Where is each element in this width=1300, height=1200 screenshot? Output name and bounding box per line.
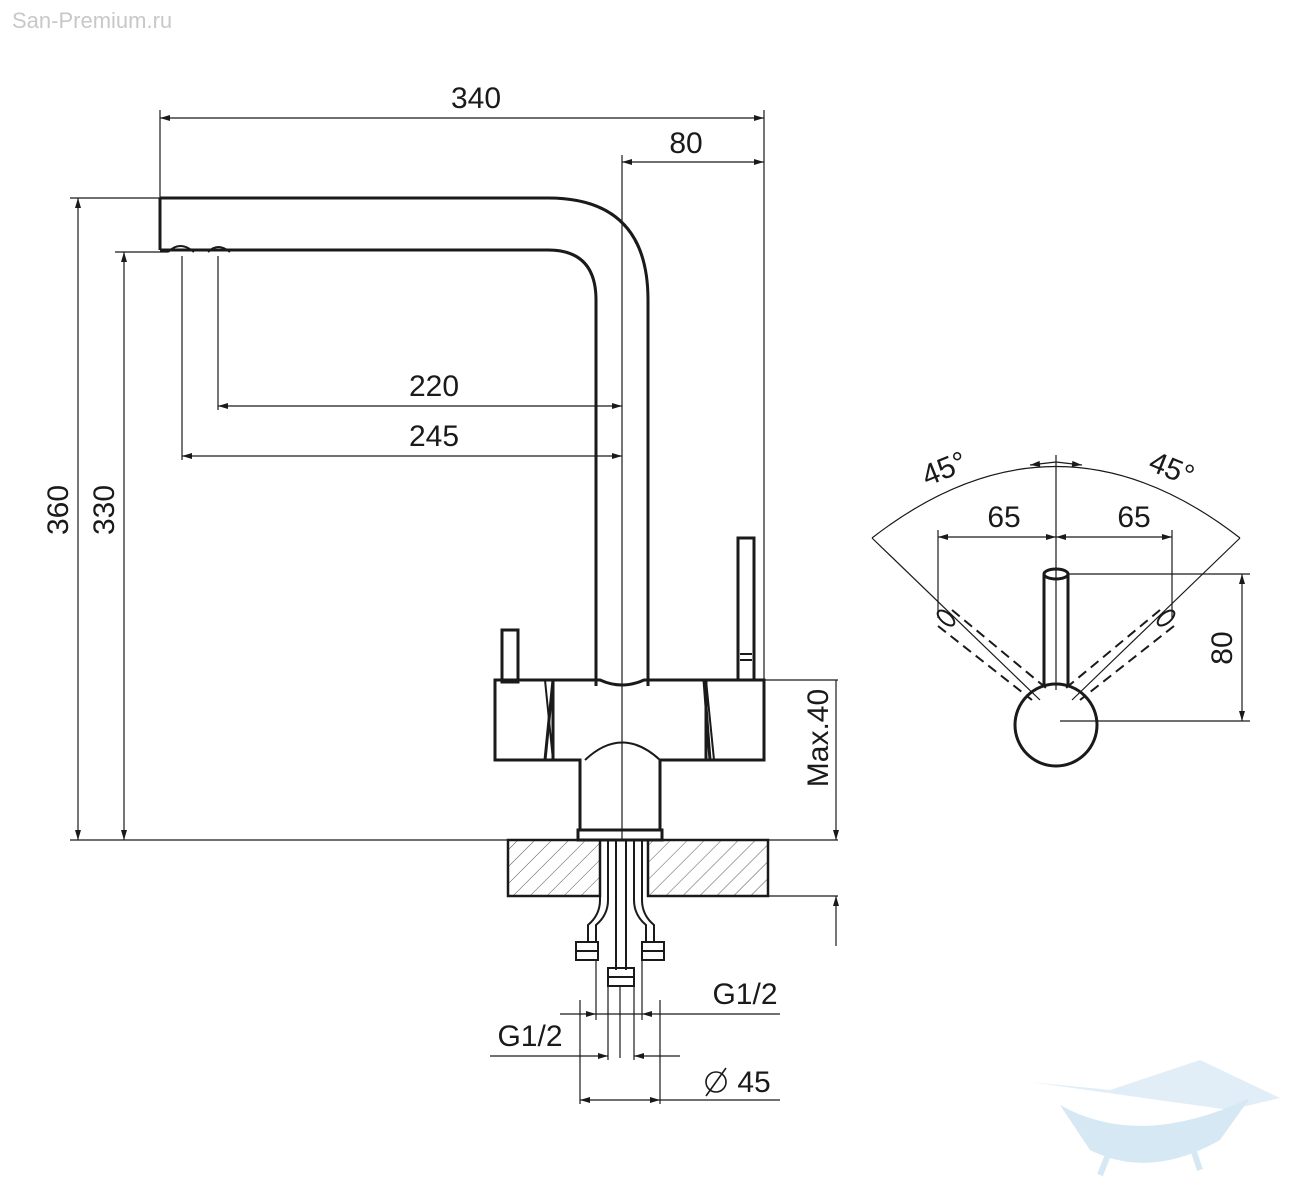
diameter-icon [705,1067,727,1097]
label-65-right: 65 [1117,501,1150,534]
label-g12-upper: G1/2 [712,978,777,1011]
label-max40: Max.40 [802,689,835,787]
label-65-left: 65 [987,501,1020,534]
left-handle-block [493,678,555,762]
right-handle-block [704,678,766,762]
watermark-text: San-Premium.ru [12,8,173,33]
faucet-top-view [871,455,1250,768]
right-lever [736,536,756,682]
faucet-side-view [158,196,766,842]
base-ring [576,828,664,842]
label-80-top: 80 [1206,631,1239,664]
spout-inner-outline [160,248,598,686]
label-360: 360 [42,485,75,535]
label-330: 330 [88,485,121,535]
label-g12-lower: G1/2 [497,1020,562,1053]
bathtub-logo [1030,1060,1280,1177]
dimension-labels: 340 80 220 245 360 330 Max.40 G1/2 G1/2 … [42,82,835,1099]
label-80: 80 [669,127,702,160]
aerator-right [207,246,231,253]
dimension-lines [70,110,839,1104]
label-340: 340 [451,82,501,115]
label-245: 245 [409,420,459,453]
countertop-section [506,838,838,898]
label-angle-left: 45° [917,445,971,493]
aerator-left [167,245,195,253]
mixer-body [543,678,712,832]
label-220: 220 [409,370,459,403]
left-lever [500,628,520,684]
spout-outline [160,196,650,686]
supply-hoses [575,840,665,987]
label-d45: 45 [737,1066,770,1099]
top-view-labels: 45° 45° 65 65 80 [917,445,1239,664]
handle-rod-right [1065,609,1175,701]
handle-rod-left [937,609,1047,701]
